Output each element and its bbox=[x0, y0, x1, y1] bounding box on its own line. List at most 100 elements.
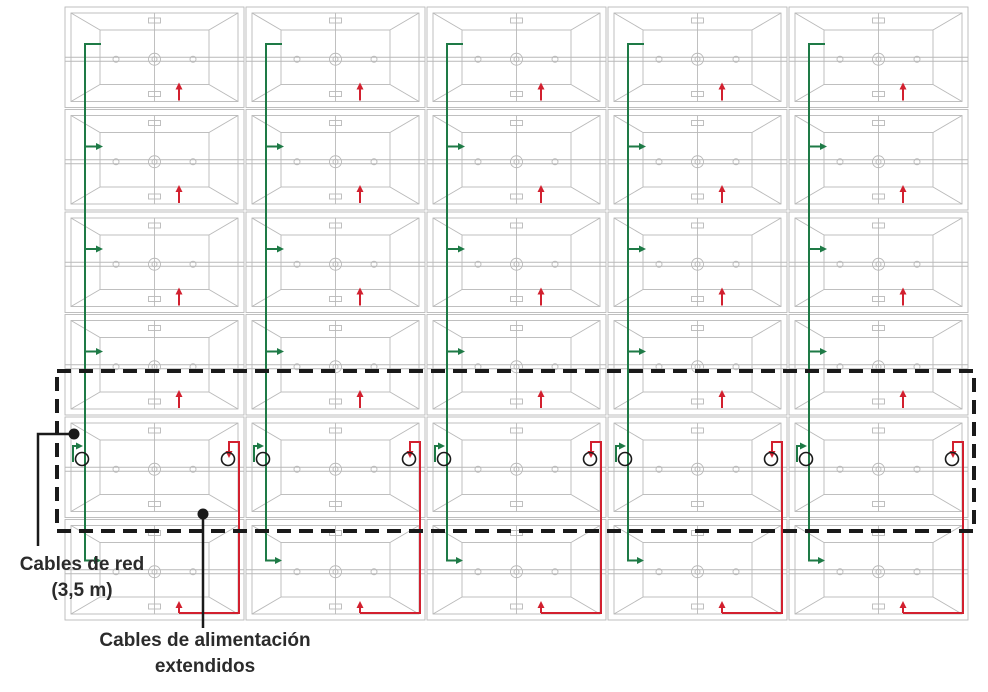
cabinet-brace bbox=[208, 12, 239, 31]
cabinet-panel bbox=[788, 416, 969, 518]
power-callout-dot bbox=[197, 508, 209, 520]
cabinet-center-hub bbox=[510, 462, 523, 476]
cabinet-brace bbox=[794, 12, 825, 31]
cabinet-handle bbox=[872, 296, 885, 302]
cabinet-brace bbox=[751, 525, 782, 543]
cabinet-fixing-point bbox=[655, 260, 663, 268]
cabinet-fixing-point bbox=[189, 260, 197, 268]
cabinet-brace bbox=[751, 115, 782, 133]
cabinet-handle bbox=[148, 91, 161, 97]
cabinet-fixing-point bbox=[474, 465, 482, 473]
cabinet-brace bbox=[751, 186, 782, 205]
cabinet-brace bbox=[932, 320, 963, 338]
cabinet-fixing-point bbox=[474, 568, 482, 576]
cabinet-center-hub-inner bbox=[513, 158, 520, 165]
cabinet-handle bbox=[691, 501, 704, 507]
cabinet-center-hub-inner bbox=[151, 261, 158, 268]
cabinet-handle bbox=[329, 325, 342, 331]
cabinet-panel bbox=[64, 109, 245, 211]
power-cables-label-line1: Cables de alimentación bbox=[99, 630, 311, 651]
cabinet-handle bbox=[872, 603, 885, 610]
cabinet-brace bbox=[570, 391, 601, 410]
cabinet-center-hub bbox=[329, 565, 342, 579]
cabinet-panel bbox=[245, 519, 426, 621]
cabinet-center-hub bbox=[148, 52, 161, 66]
cabinet-center-hub-inner bbox=[151, 568, 158, 575]
cabinet-fixing-point bbox=[655, 568, 663, 576]
cabinet-brace bbox=[570, 84, 601, 102]
cabinet-panel bbox=[607, 519, 788, 621]
network-cable-loop bbox=[434, 442, 445, 462]
cabinet-brace bbox=[613, 12, 644, 31]
cabinet-brace bbox=[570, 525, 601, 543]
cabinet-brace bbox=[932, 391, 963, 410]
cabinet-fixing-point bbox=[732, 363, 740, 371]
cabinet-brace bbox=[208, 289, 239, 307]
cabinet-handle bbox=[872, 193, 885, 200]
cabinet-fixing-point bbox=[370, 158, 378, 166]
cabinet-brace bbox=[751, 217, 782, 236]
network-cable-layer bbox=[72, 43, 827, 564]
cabinet-fixing-point bbox=[293, 465, 301, 473]
cabinet-brace bbox=[570, 115, 601, 133]
port-circle bbox=[798, 451, 814, 467]
cabinet-fixing-point bbox=[732, 568, 740, 576]
callout-layer bbox=[36, 428, 209, 628]
cabinet-fixing-point bbox=[732, 260, 740, 268]
cabinet-handle bbox=[691, 17, 704, 24]
cabinet-brace bbox=[932, 289, 963, 307]
cabinet-brace bbox=[208, 320, 239, 338]
cabinet-center-hub-inner bbox=[513, 466, 520, 473]
cabinet-center-hub bbox=[148, 257, 161, 271]
cabinet-handle bbox=[872, 222, 885, 229]
cabinet-center-hub bbox=[872, 155, 885, 169]
cabinet-brace bbox=[208, 186, 239, 205]
network-cable bbox=[84, 43, 101, 564]
cabinet-fixing-point bbox=[551, 260, 559, 268]
cabinet-brace bbox=[570, 494, 601, 512]
cabinet-brace bbox=[251, 12, 282, 31]
cabinet-handle bbox=[872, 120, 885, 126]
cabinet-panel bbox=[245, 211, 426, 313]
cabinet-brace bbox=[389, 320, 420, 338]
cabinet-panel bbox=[245, 6, 426, 108]
cabinet-brace bbox=[389, 422, 420, 441]
cabinet-handle bbox=[872, 91, 885, 97]
cabinet-brace bbox=[389, 289, 420, 307]
cabinet-brace bbox=[70, 12, 101, 31]
cabinet-fixing-point bbox=[655, 465, 663, 473]
cabinet-fixing-point bbox=[189, 465, 197, 473]
cabinet-brace bbox=[432, 596, 463, 615]
cabinet-brace bbox=[751, 494, 782, 512]
power-cables-label-line2: extendidos bbox=[154, 656, 256, 677]
cabinet-panel bbox=[64, 519, 245, 621]
port-circle bbox=[74, 451, 90, 467]
network-cable-loop bbox=[72, 442, 83, 462]
cabinet-panel bbox=[64, 416, 245, 518]
cabinet-center-hub-inner bbox=[694, 466, 701, 473]
cabinet-fixing-point bbox=[293, 568, 301, 576]
cabinet-brace bbox=[932, 84, 963, 102]
cabinet-brace bbox=[208, 422, 239, 441]
cabinet-center-hub bbox=[691, 155, 704, 169]
port-circle bbox=[436, 451, 452, 467]
cabinet-brace bbox=[389, 115, 420, 133]
cabinet-handle bbox=[329, 91, 342, 97]
network-cable bbox=[808, 43, 825, 564]
cabinet-handle bbox=[329, 296, 342, 302]
cabinet-center-hub-inner bbox=[151, 466, 158, 473]
cabinet-brace bbox=[613, 596, 644, 615]
network-cable-loop bbox=[615, 442, 626, 462]
cabinet-panel bbox=[788, 519, 969, 621]
cabinet-center-hub-inner bbox=[332, 56, 339, 63]
cabinet-center-hub bbox=[872, 52, 885, 66]
cabinet-handle bbox=[872, 427, 885, 434]
cabinet-center-hub bbox=[329, 360, 342, 374]
cabinet-handle bbox=[510, 325, 523, 331]
cabinet-fixing-point bbox=[836, 55, 844, 63]
cabinet-handle bbox=[148, 120, 161, 126]
cabinet-handle bbox=[872, 501, 885, 507]
cabinet-fixing-point bbox=[551, 465, 559, 473]
network-cable bbox=[446, 43, 463, 564]
cabinet-fixing-point bbox=[112, 568, 120, 576]
